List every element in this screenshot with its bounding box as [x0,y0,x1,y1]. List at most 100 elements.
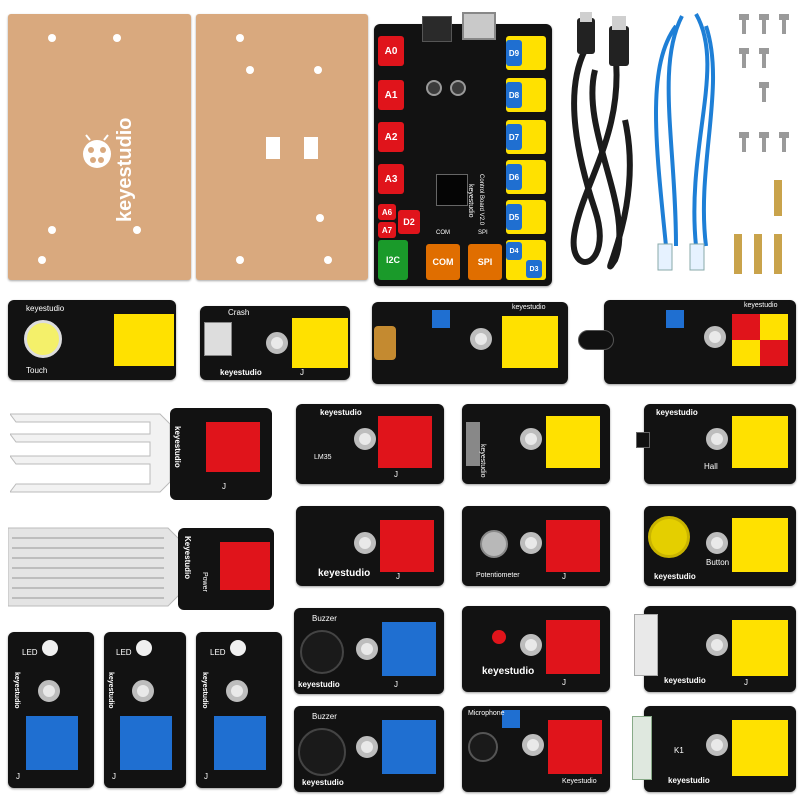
connector-label: J [562,678,566,687]
mount-hole [236,34,244,42]
flame-sensor [578,330,614,350]
button-cap [648,516,690,558]
module-hall: keyestudio Hall [636,404,796,484]
mount-hole [354,532,376,554]
connector-yellow [114,314,174,366]
port-d5: D5 [506,204,522,230]
mount-hole [48,34,56,42]
mount-hole [236,256,244,264]
module-water: Keyestudio Power [7,526,274,610]
buzzer [298,728,346,776]
module-brand: keyestudio [656,408,698,417]
slot-cutout [304,137,318,159]
port-d2: D2 [398,210,420,234]
module-photocell: keyestudio J [296,506,444,586]
port-d9: D9 [506,40,522,66]
port-d6: D6 [506,164,522,190]
connector-label: J [394,680,398,689]
led-icon [492,630,506,644]
connector-label: J [300,368,304,377]
screws [735,12,795,162]
touch-pad [24,320,62,358]
module-button: keyestudio Button [644,506,796,586]
port-a1: A1 [378,80,404,110]
board-version: Control Board V2.0 [478,174,484,226]
hall-sensor [636,432,650,448]
port-d8: D8 [506,82,522,108]
connector-red [546,620,600,674]
connector-label: J [222,482,226,491]
standoffs [730,176,794,278]
reed-glass [632,716,652,780]
mount-hole [522,734,544,756]
module-name: Crash [228,308,250,317]
module-potentiometer: Potentiometer J [462,506,610,586]
module-led-2: LED keyestudio J [104,632,186,788]
mount-hole [324,256,332,264]
mount-hole [132,680,154,702]
mount-hole [113,34,121,42]
port-a2: A2 [378,122,404,152]
mount-hole [704,326,726,348]
port-a0: A0 [378,36,404,66]
module-name: Touch [26,366,48,375]
mount-hole [48,226,56,234]
module-brand: keyestudio [318,568,371,579]
module-brand: keyestudio [744,302,778,309]
module-touch: keyestudio Touch [8,300,176,380]
mount-hole [706,428,728,450]
module-name: Buzzer [312,712,337,721]
module-brand: keyestudio [107,672,114,709]
module-brand: keyestudio [173,426,182,468]
module-ir: keyestudio [372,302,568,384]
connector-label: J [744,678,748,687]
mount-hole [470,328,492,350]
module-soil: keyestudio J [9,404,272,502]
mount-hole [38,256,46,264]
module-name: LED [210,648,226,657]
mount-hole [133,226,141,234]
module-buzzer-passive: Buzzer keyestudio J [294,608,444,694]
module-name: Power [201,572,208,592]
module-name: LED [116,648,132,657]
usb-cable [555,10,655,282]
module-name: K1 [674,746,684,755]
mount-hole [246,66,254,74]
connector-label: J [112,772,116,781]
led-icon [42,640,58,656]
connector-yellow [732,620,788,676]
port-a3: A3 [378,164,404,194]
connector-label: J [204,772,208,781]
module-buzzer-active: Buzzer keyestudio [294,706,444,792]
led-icon [230,640,246,656]
capacitor [426,80,442,96]
module-name: LM35 [314,454,332,461]
reed-glass [634,614,658,676]
module-led-1: LED keyestudio J [8,632,94,788]
module-brand: keyestudio [482,666,535,677]
module-flame: keyestudio [578,300,796,384]
module-name: Button [706,558,730,567]
module-led-rgb: keyestudio J [462,606,610,692]
port-a7: A7 [378,222,396,238]
module-brand: keyestudio [26,304,65,313]
port-d3: D3 [526,260,542,278]
mount-hole [316,214,324,222]
led-icon [136,640,152,656]
module-led-3: LED keyestudio J [196,632,282,788]
main-control-board: A0 A1 A2 A3 A6 A7 D2 D9 D8 D7 D6 D5 I2C … [374,12,552,286]
module-name: LED [22,648,38,657]
mount-hole [356,736,378,758]
mount-hole [226,680,248,702]
plate-brand-text: keyestudio [114,117,136,222]
module-name: Buzzer [312,614,337,623]
potentiometer-blue [666,310,684,328]
connector-blue [120,716,172,770]
connector-red [380,520,434,572]
acrylic-plate-logo: keyestudio [8,14,191,280]
module-name: Potentiometer [476,572,520,579]
port-com: COM [426,244,460,280]
module-brand: Keyestudio [183,536,192,580]
potentiometer-blue [502,710,520,728]
